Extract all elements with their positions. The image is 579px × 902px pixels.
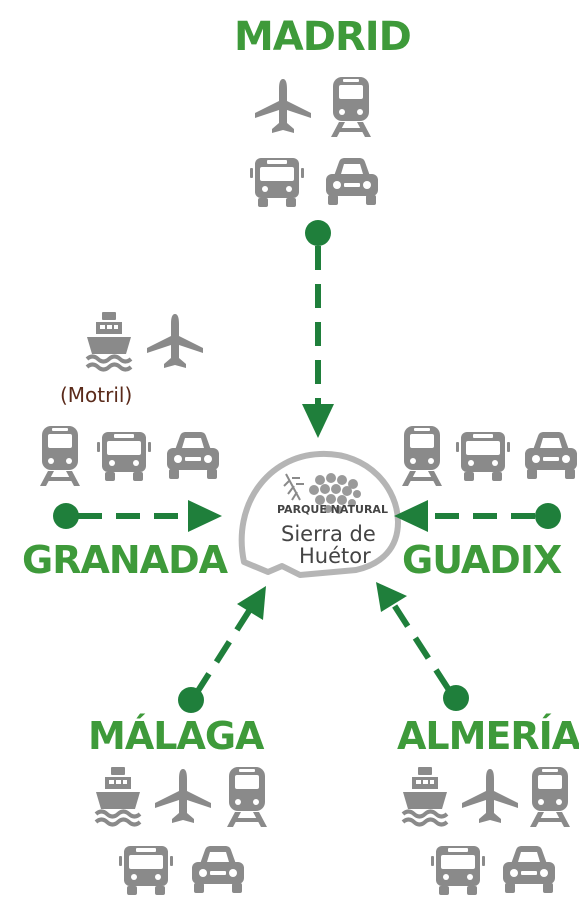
train-icon	[40, 426, 80, 486]
route-start-dots	[53, 220, 561, 713]
train-icon	[402, 426, 442, 486]
almeria-origin-dot	[443, 685, 469, 711]
plane-icon	[255, 79, 311, 133]
guadix-arrowhead	[394, 500, 428, 532]
granada-origin-dot	[53, 503, 79, 529]
guadix-transport	[402, 426, 577, 486]
route-almeria	[391, 603, 452, 692]
train-icon	[530, 767, 570, 827]
granada-label: GRANADA	[22, 538, 228, 582]
train-icon	[331, 77, 371, 137]
plane-icon	[147, 314, 203, 368]
guadix-label: GUADIX	[402, 538, 562, 582]
almeria-label: ALMERÍA	[397, 714, 579, 758]
logo-line2: Sierra de	[281, 522, 376, 546]
malaga-transport	[94, 765, 267, 895]
logo-line3: Huétor	[299, 544, 371, 568]
madrid-label: MADRID	[234, 14, 412, 60]
malaga-arrowhead	[237, 586, 266, 620]
plane-icon	[462, 769, 518, 823]
motril-note: (Motril)	[60, 383, 133, 407]
train-icon	[227, 767, 267, 827]
guadix-origin-dot	[535, 503, 561, 529]
almeria-arrowhead	[376, 582, 407, 612]
granada-arrowhead	[188, 500, 222, 532]
logo-line1: PARQUE NATURAL	[277, 503, 388, 516]
bus-icon	[97, 432, 151, 481]
ship-icon	[94, 765, 142, 827]
natural-park-logo: PARQUE NATURAL Sierra de Huétor	[238, 450, 401, 578]
malaga-origin-dot	[178, 687, 204, 713]
route-lines	[78, 246, 535, 696]
pine-branch-icon	[283, 473, 304, 501]
madrid-arrowhead	[302, 404, 334, 438]
car-icon	[167, 432, 219, 479]
car-icon	[503, 846, 555, 893]
ship-icon	[401, 765, 449, 827]
plane-icon	[155, 769, 211, 823]
car-icon	[192, 846, 244, 893]
bus-icon	[431, 846, 485, 895]
route-malaga	[193, 609, 252, 696]
ship-icon	[85, 310, 133, 372]
almeria-transport	[401, 765, 570, 895]
bus-icon	[119, 846, 173, 895]
car-icon	[525, 432, 577, 479]
bus-icon	[250, 158, 304, 207]
malaga-label: MÁLAGA	[88, 714, 264, 758]
madrid-transport	[250, 77, 378, 207]
car-icon	[326, 158, 378, 205]
madrid-origin-dot	[305, 220, 331, 246]
route-arrowheads	[188, 404, 428, 620]
bus-icon	[456, 432, 510, 481]
pine-cone-icon	[309, 473, 361, 514]
